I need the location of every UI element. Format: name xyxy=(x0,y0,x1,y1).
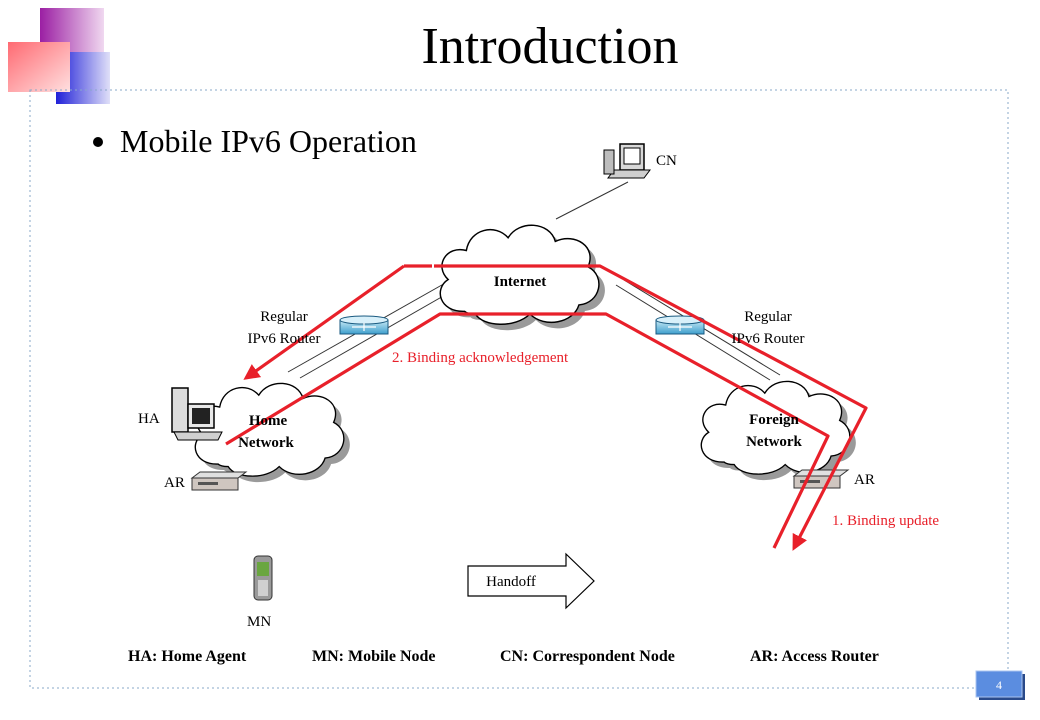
legend-ar: AR: Access Router xyxy=(750,648,879,665)
home-network-label-2: Network xyxy=(238,435,294,451)
bullet-icon xyxy=(93,137,103,147)
legend-ha: HA: Home Agent xyxy=(128,648,247,665)
foreign-network-label-2: Network xyxy=(746,434,802,450)
mn-label: MN xyxy=(247,614,271,630)
corner-decoration xyxy=(8,8,110,104)
router-right-label-1: Regular xyxy=(744,309,791,325)
binding-ack-label: 2. Binding acknowledgement xyxy=(392,350,569,366)
ar-left-label: AR xyxy=(164,475,185,491)
foreign-network-label-1: Foreign xyxy=(749,412,799,428)
mn-phone-icon xyxy=(253,555,273,601)
handoff-arrow: Handoff xyxy=(467,552,595,610)
page-number: 4 xyxy=(996,678,1002,692)
router-right-label-2: IPv6 Router xyxy=(732,331,805,347)
cn-label: CN xyxy=(656,153,677,169)
legend-cn: CN: Correspondent Node xyxy=(500,648,675,665)
ar-left-device-icon xyxy=(190,471,248,491)
router-left-label-2: IPv6 Router xyxy=(248,331,321,347)
page-number-badge: 4 xyxy=(975,670,1025,700)
ar-right-device-icon xyxy=(792,469,850,489)
ha-label: HA xyxy=(138,411,160,427)
handoff-label: Handoff xyxy=(486,574,536,590)
legend-mn: MN: Mobile Node xyxy=(312,648,436,665)
router-left-label-1: Regular xyxy=(260,309,307,325)
router-left-icon xyxy=(339,315,389,335)
ha-computer-icon xyxy=(171,387,223,441)
bullet-text: Mobile IPv6 Operation xyxy=(120,123,417,159)
router-right-icon xyxy=(655,315,705,335)
content-frame xyxy=(29,89,1009,689)
slide-title: Introduction xyxy=(421,18,678,75)
binding-ack-path xyxy=(225,264,830,549)
binding-update-label: 1. Binding update xyxy=(832,513,939,529)
internet-label: Internet xyxy=(494,274,547,290)
cn-computer-icon xyxy=(603,143,651,179)
foreign-network-cloud xyxy=(700,380,856,481)
ar-right-label: AR xyxy=(854,472,875,488)
binding-update-path xyxy=(404,264,868,551)
home-network-label-1: Home xyxy=(249,413,288,429)
